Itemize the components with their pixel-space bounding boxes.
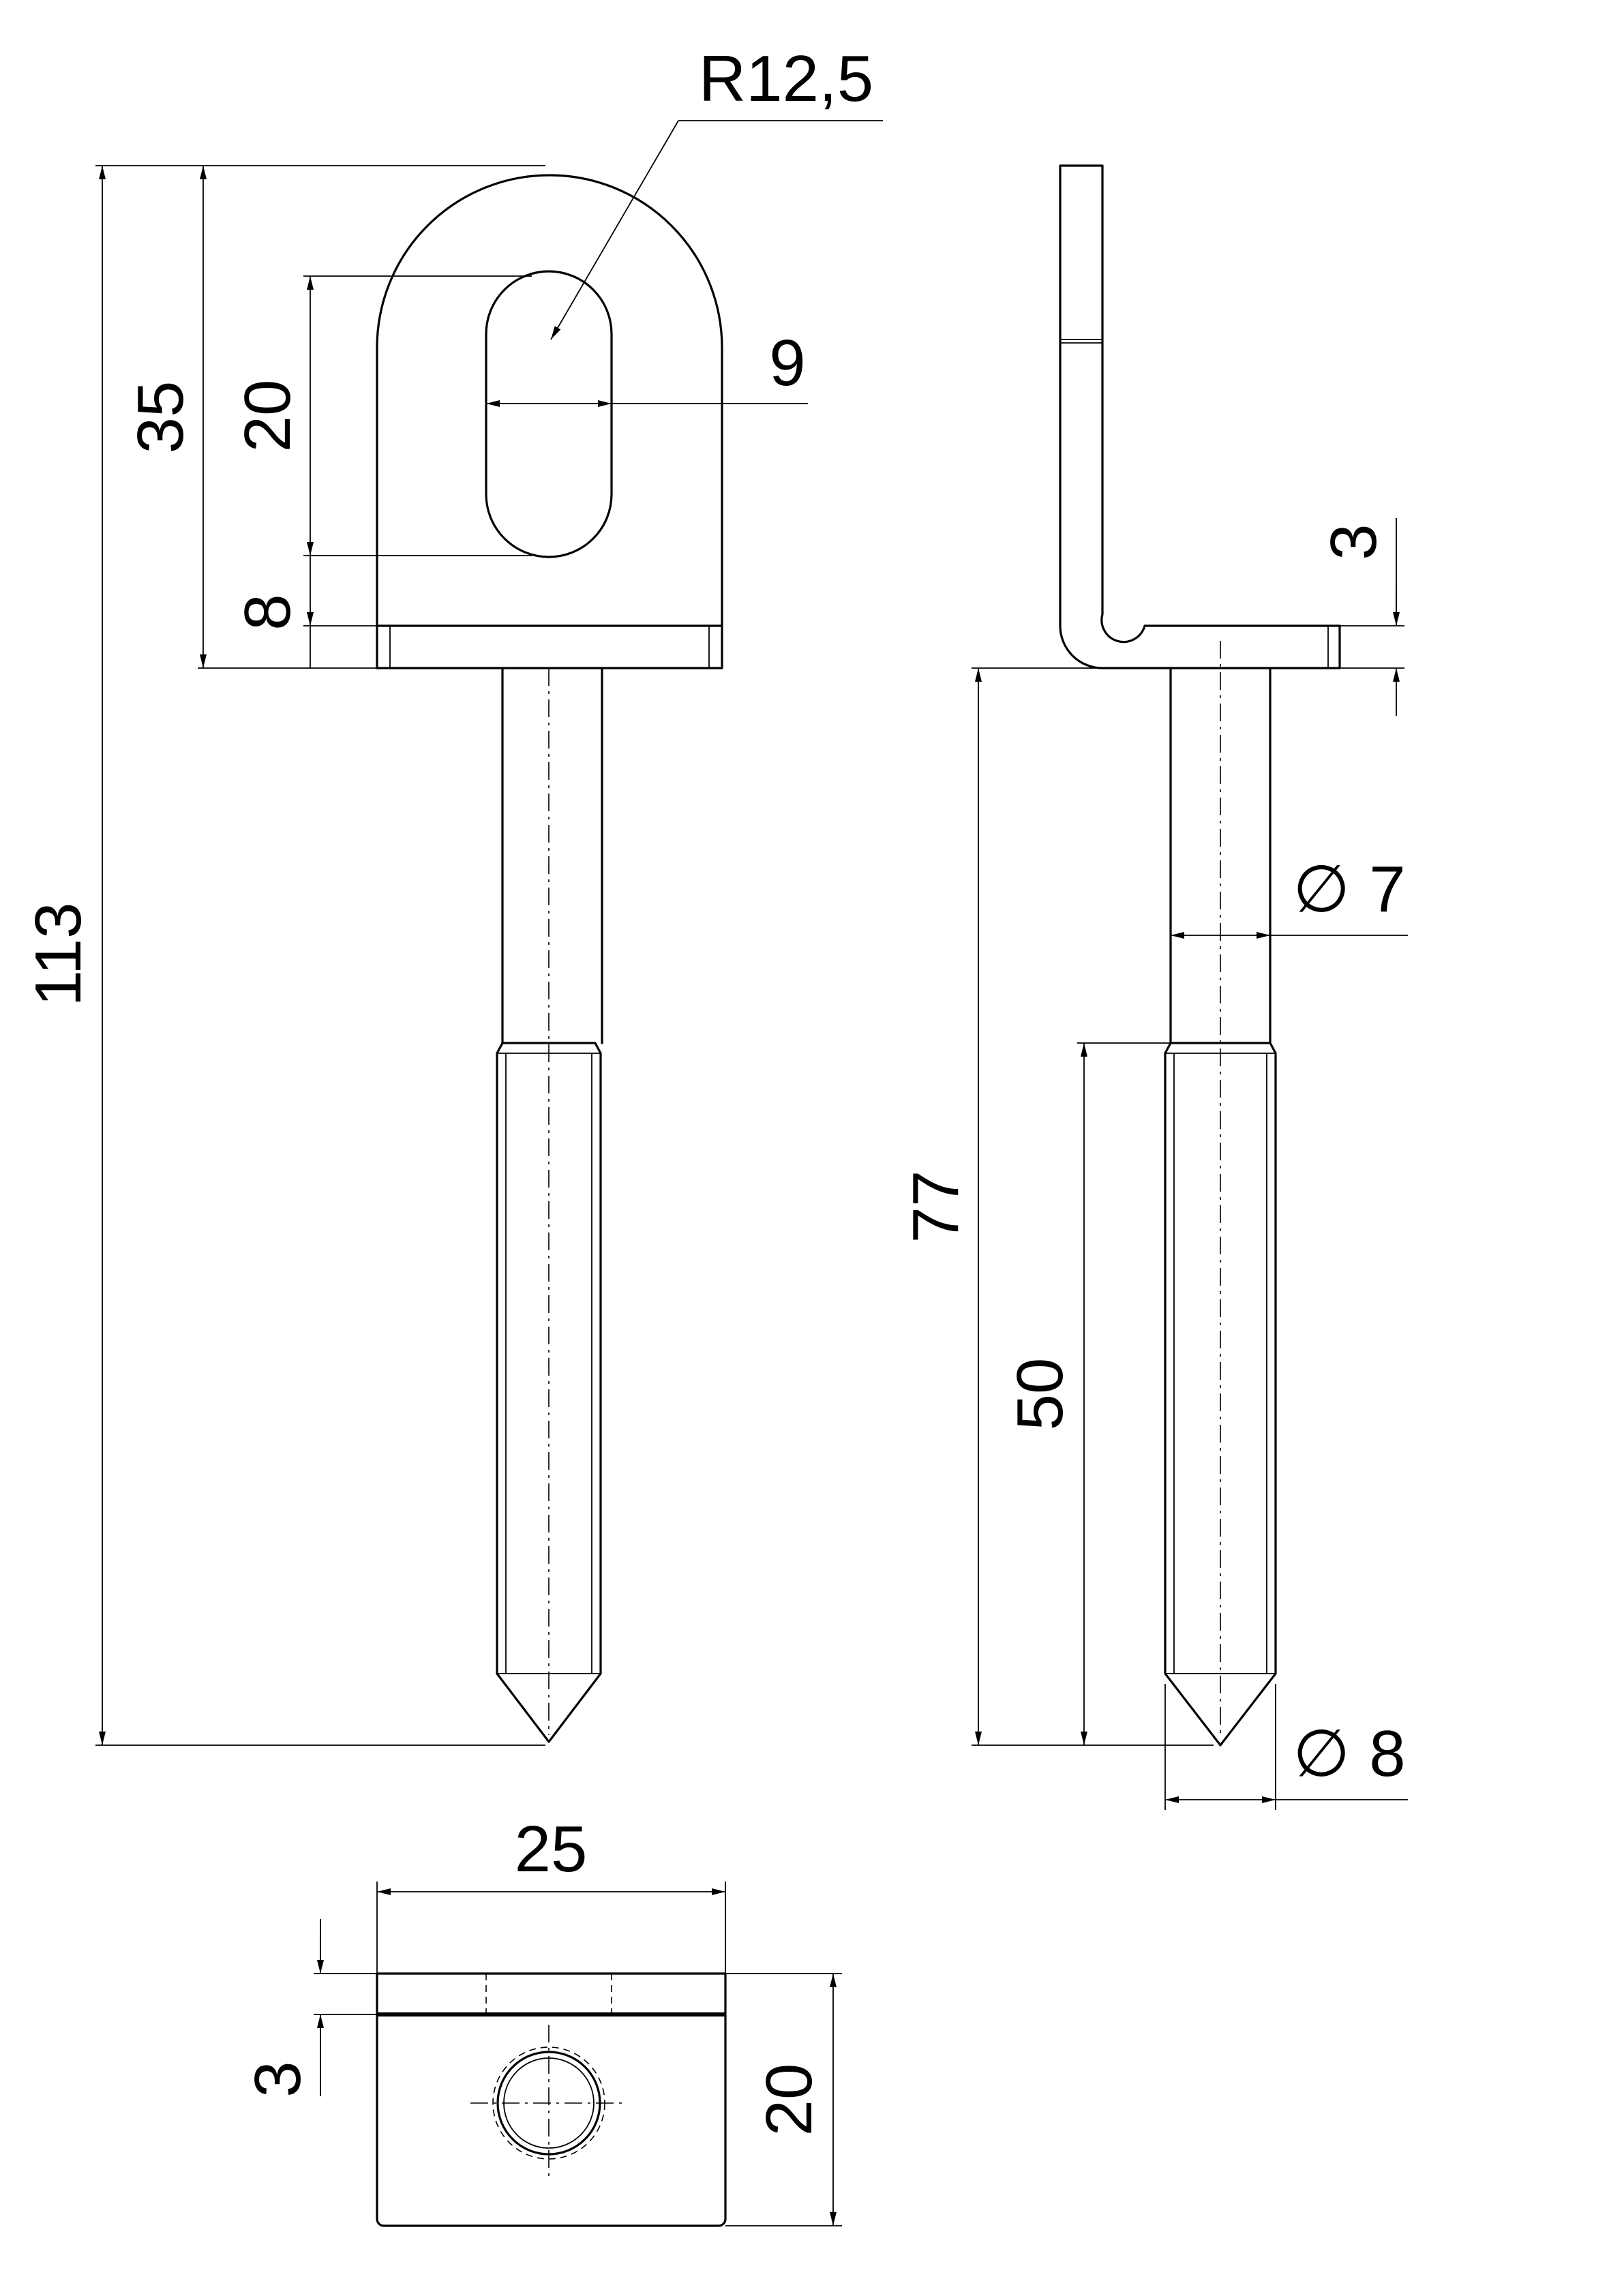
dim-base-offset: 8 <box>231 594 304 630</box>
dim-thread-diameter: 8 <box>1369 1717 1405 1790</box>
dim-slot-length: 20 <box>231 380 304 453</box>
side-view: 77 50 3 ∅ 7 ∅ 8 <box>899 164 1408 1810</box>
dim-shank-length: 77 <box>899 1170 972 1243</box>
front-slot <box>485 270 613 558</box>
dim-head-height: 35 <box>124 381 197 454</box>
dim-thread-diameter-symbol: ∅ <box>1293 1717 1350 1790</box>
dim-plate-depth: 20 <box>753 2064 826 2136</box>
dim-plate-thickness-top: 3 <box>241 2061 314 2097</box>
side-threaded-section <box>1164 1042 1277 1747</box>
dim-shank-diameter-symbol: ∅ <box>1293 853 1350 926</box>
side-bracket-outline <box>1059 164 1341 669</box>
dim-plate-width: 25 <box>515 1813 588 1886</box>
front-threaded-section <box>496 1042 602 1743</box>
front-shank <box>501 667 603 1044</box>
side-shank <box>1169 667 1272 1044</box>
dim-shank-diameter: 7 <box>1369 853 1405 926</box>
dim-total-length: 113 <box>22 902 95 1006</box>
front-view: 113 35 20 8 9 R12,5 <box>22 42 883 1746</box>
dim-thread-length: 50 <box>1004 1358 1077 1431</box>
top-plate-outline <box>376 1972 727 2227</box>
top-view: 25 3 20 <box>241 1813 842 2227</box>
front-base-band <box>376 624 723 669</box>
dim-slot-width: 9 <box>769 327 805 399</box>
dim-plate-thickness-side: 3 <box>1317 524 1390 560</box>
front-head-outline <box>376 174 723 627</box>
dim-radius: R12,5 <box>699 42 873 115</box>
